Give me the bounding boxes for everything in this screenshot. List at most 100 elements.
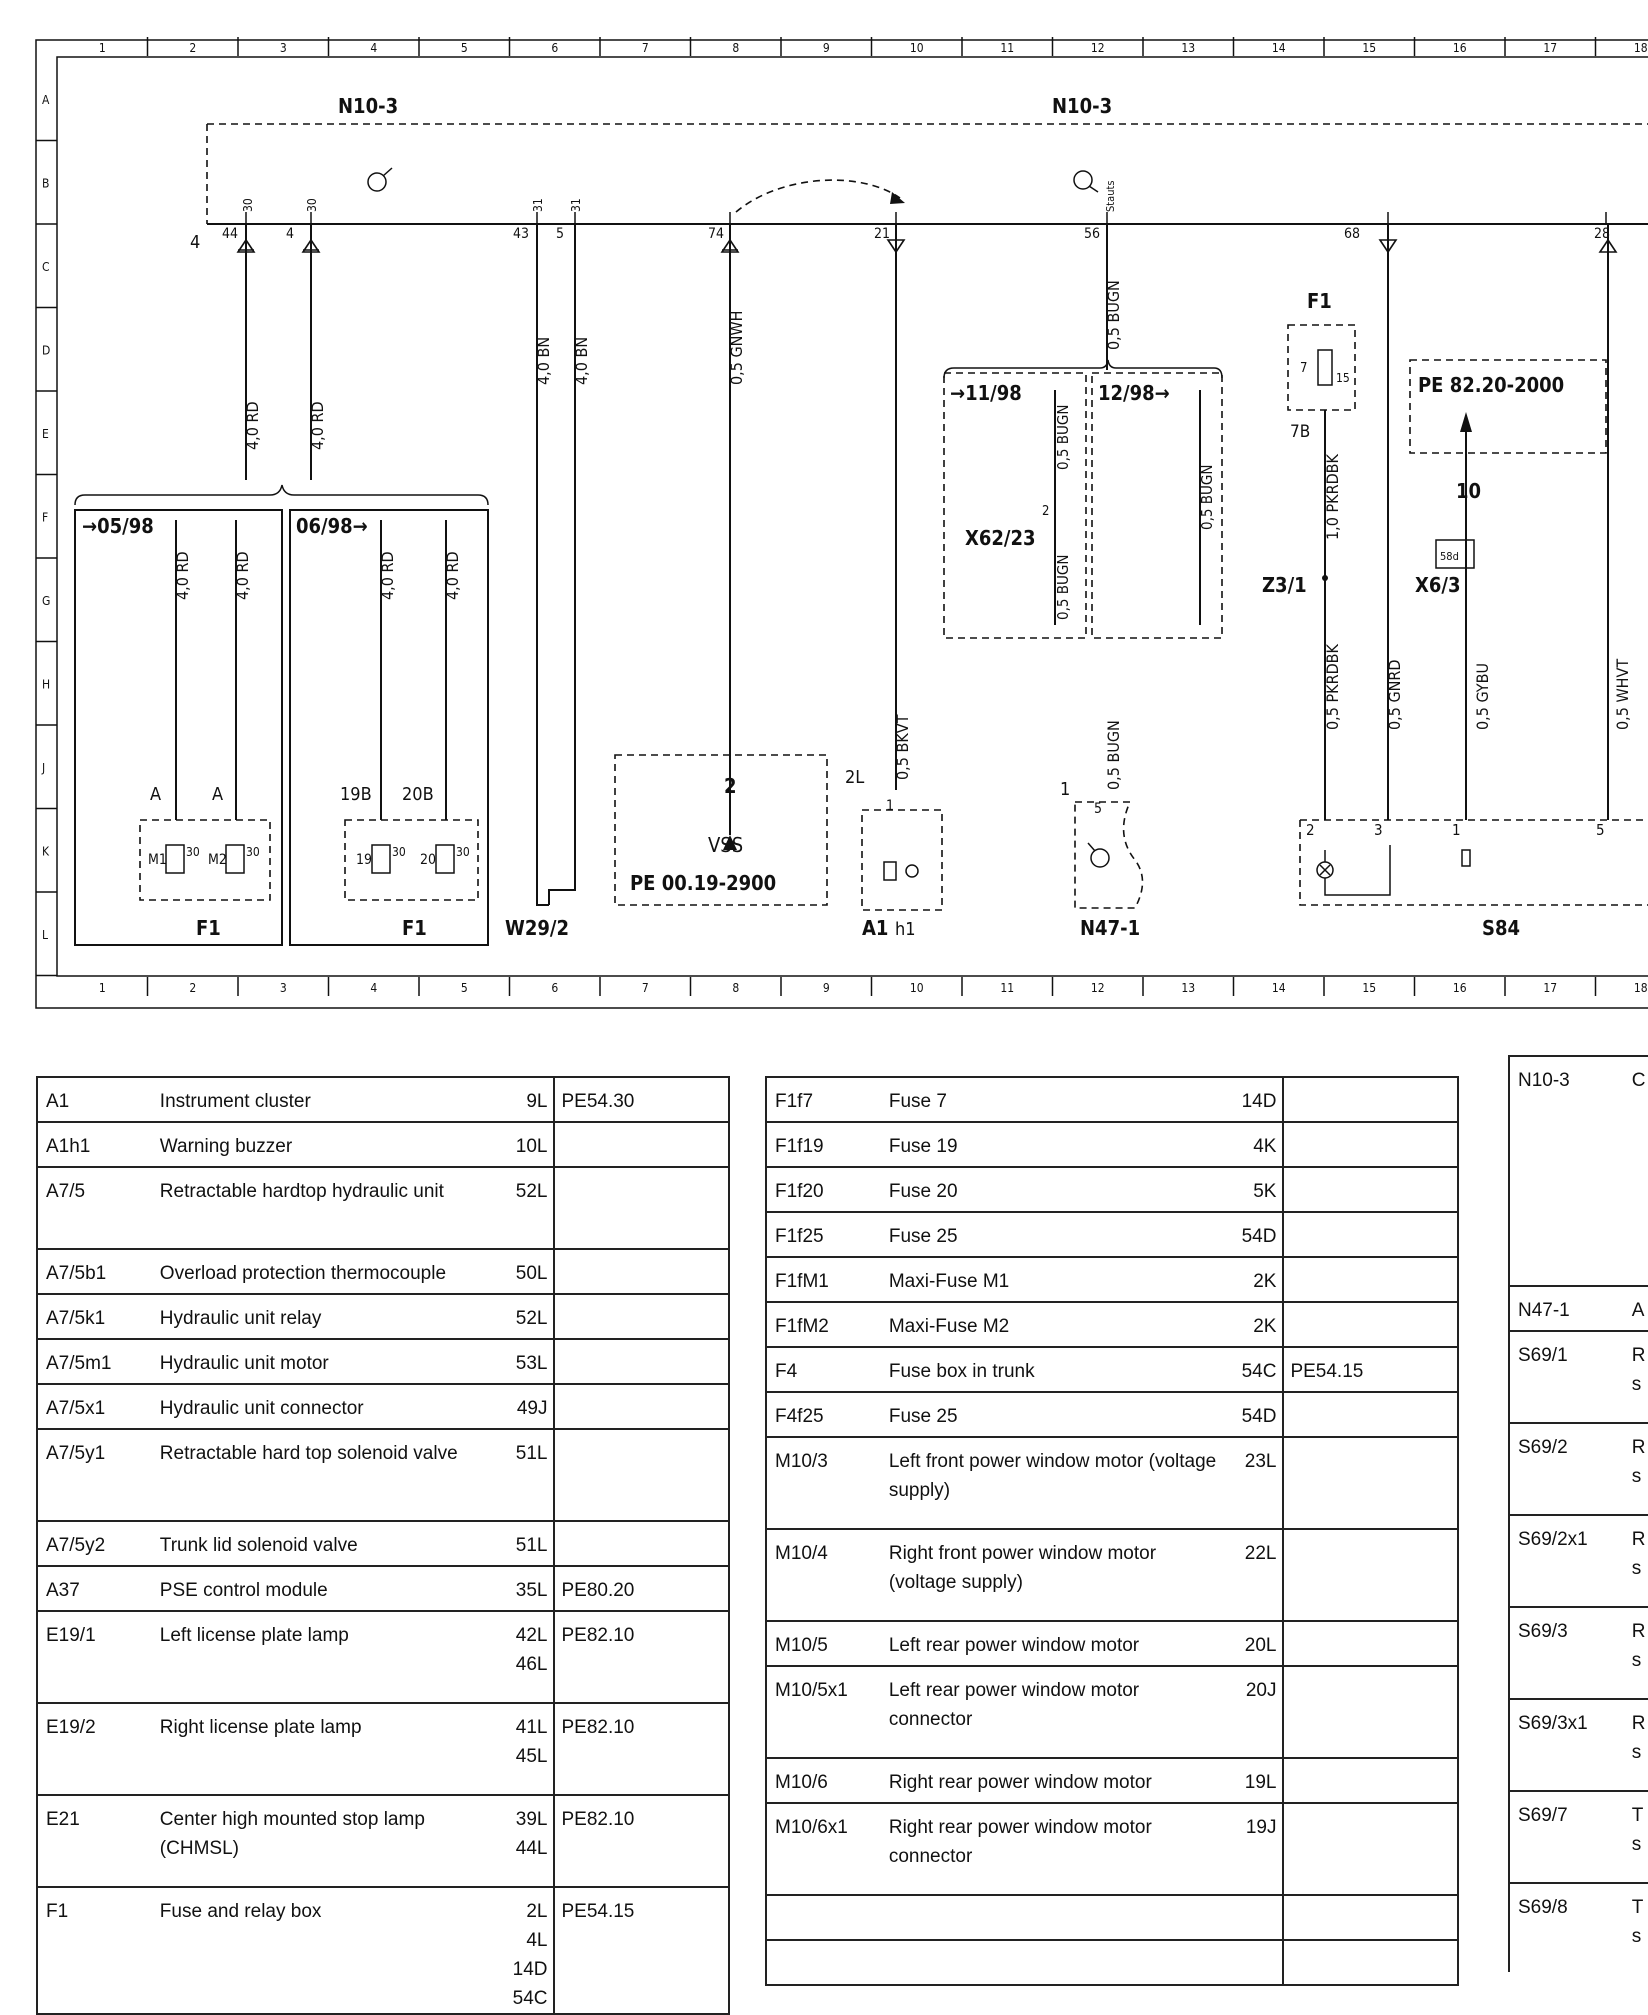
grid-col-4: 4 [370, 41, 377, 55]
wire-label-n47: 0,5 BUGN [1104, 720, 1123, 790]
grid-row-K: K [42, 844, 50, 858]
legend-loc: 42L 46L [497, 1610, 556, 1704]
legend-name: A [1623, 1285, 1648, 1332]
wire-label-74: 0,5 GNWH [727, 311, 746, 385]
legend-code: F1fM1 [765, 1256, 881, 1303]
s84-pin-1: 1 [1452, 821, 1461, 839]
grid-row-F: F [42, 510, 48, 524]
legend-name: Fuse 25 [880, 1391, 1227, 1438]
fuse-19b: 19B [340, 784, 372, 805]
fuse-m1: M1 [148, 852, 167, 868]
legend-ref [553, 1248, 730, 1295]
grid-col-3: 3 [280, 41, 287, 55]
variant-brace [943, 359, 1223, 379]
legend-code: S69/8 [1508, 1882, 1624, 1972]
f1-top-label: F1 [1307, 289, 1332, 313]
legend-loc: 5K [1226, 1166, 1285, 1213]
legend-code: F4 [765, 1346, 881, 1393]
legend-code: N10-3 [1508, 1055, 1624, 1287]
legend-ref [553, 1338, 730, 1385]
legend-ref [1282, 1436, 1459, 1530]
f1-pin-15: 15 [1336, 371, 1350, 385]
grid-col-16: 16 [1453, 41, 1467, 55]
lamp-icon [1316, 861, 1334, 879]
grid-col-9: 9 [823, 41, 830, 55]
grid-row-H: H [42, 677, 50, 691]
fuse-m2: M2 [208, 852, 227, 868]
grid-row-G: G [42, 594, 50, 608]
legend-name: T s [1623, 1882, 1648, 1972]
legend-name: Left front power window motor (voltage s… [880, 1436, 1227, 1530]
legend-name: C [1623, 1055, 1648, 1287]
legend-ref [1282, 1665, 1459, 1759]
module-label-right: N10-3 [1052, 94, 1112, 118]
grid-col-2: 2 [189, 41, 196, 55]
legend-name: Maxi-Fuse M1 [880, 1256, 1227, 1303]
x62-label: X62/23 [965, 526, 1036, 550]
wire-label-0598b: 4,0 RD [233, 551, 252, 600]
wire-label-5: 4,0 BN [572, 337, 591, 385]
variant-1298: 12/98→ [1098, 381, 1170, 405]
grid-row-A: A [42, 93, 50, 107]
legend-code: S69/1 [1508, 1330, 1624, 1424]
legend-code: S69/7 [1508, 1790, 1624, 1884]
legend-code: N47-1 [1508, 1285, 1624, 1332]
grid-col-6: 6 [551, 41, 558, 55]
a1-pin: 2L [845, 767, 864, 788]
grid-col-12: 12 [1091, 981, 1105, 995]
grid-col-3: 3 [280, 981, 287, 995]
pin-68: 68 [1344, 226, 1360, 242]
grid-col-2: 2 [189, 981, 196, 995]
legend-code: F1f7 [765, 1076, 881, 1123]
legend-name: Overload protection thermocouple [151, 1248, 498, 1295]
grid-col-7: 7 [642, 41, 649, 55]
n47-box [1074, 801, 1144, 909]
grid-col-9: 9 [823, 981, 830, 995]
legend-ref: PE54.30 [553, 1076, 730, 1123]
pe-ref: PE 82.20-2000 [1418, 373, 1564, 397]
legend-ref [553, 1166, 730, 1250]
s84-label: S84 [1482, 916, 1520, 940]
legend-loc: 23L [1226, 1436, 1285, 1530]
legend-ref [1282, 1391, 1459, 1438]
legend-name: Left license plate lamp [151, 1610, 498, 1704]
grid-col-11: 11 [1000, 981, 1014, 995]
legend-loc: 39L 44L [497, 1794, 556, 1888]
fuse-19: 19 [356, 852, 372, 868]
signal-arrow [735, 179, 901, 213]
wire-label-43: 4,0 BN [534, 337, 553, 385]
legend-code: A1h1 [36, 1121, 152, 1168]
legend-name: Left rear power window motor connector [880, 1665, 1227, 1759]
legend-name: Hydraulic unit relay [151, 1293, 498, 1340]
legend-code: A7/5m1 [36, 1338, 152, 1385]
legend-code [765, 1939, 881, 1986]
legend-name: Fuse 20 [880, 1166, 1227, 1213]
legend-name: R s [1623, 1698, 1648, 1792]
legend-code: A1 [36, 1076, 152, 1123]
legend-ref: PE54.15 [553, 1886, 730, 2015]
legend-ref [1282, 1757, 1459, 1804]
legend-name: Left rear power window motor [880, 1620, 1227, 1667]
wire-label-4: 4,0 RD [308, 401, 327, 450]
legend-loc [1226, 1894, 1285, 1941]
z3-1-label: Z3/1 [1262, 573, 1307, 597]
legend-ref: PE82.10 [553, 1794, 730, 1888]
legend-name: Fuse 19 [880, 1121, 1227, 1168]
